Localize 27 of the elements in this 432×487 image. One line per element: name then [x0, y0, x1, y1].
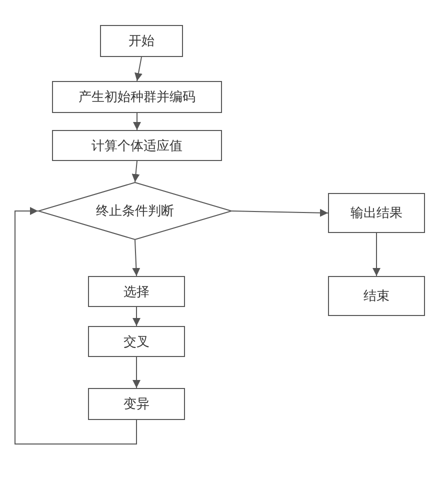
- arrow: [132, 160, 140, 182]
- arrow: [132, 306, 140, 326]
- node-text: 输出结果: [350, 205, 402, 222]
- node-text: 产生初始种群并编码: [78, 89, 196, 106]
- process-box: [328, 193, 425, 233]
- node-text: 终止条件判断: [96, 203, 174, 220]
- arrow: [372, 232, 380, 276]
- node-text: 开始: [128, 33, 154, 50]
- node-text: 选择: [124, 284, 150, 300]
- node-text: 变异: [124, 396, 150, 413]
- node-text: 结束: [364, 288, 390, 305]
- decision-diamond: [38, 182, 232, 240]
- node-text: 计算个体适应值: [92, 138, 182, 154]
- arrow: [232, 208, 328, 217]
- arrow: [132, 356, 140, 388]
- process-box: [52, 81, 222, 113]
- process-box: [88, 326, 185, 357]
- process-box: [100, 25, 183, 57]
- arrow: [14, 207, 137, 444]
- process-box: [328, 276, 425, 316]
- node-text: 交叉: [124, 334, 150, 350]
- arrow: [132, 240, 140, 276]
- process-box: [88, 276, 185, 307]
- arrow: [133, 112, 141, 130]
- process-box: [88, 388, 185, 420]
- arrow: [134, 56, 142, 82]
- process-box: [52, 130, 222, 161]
